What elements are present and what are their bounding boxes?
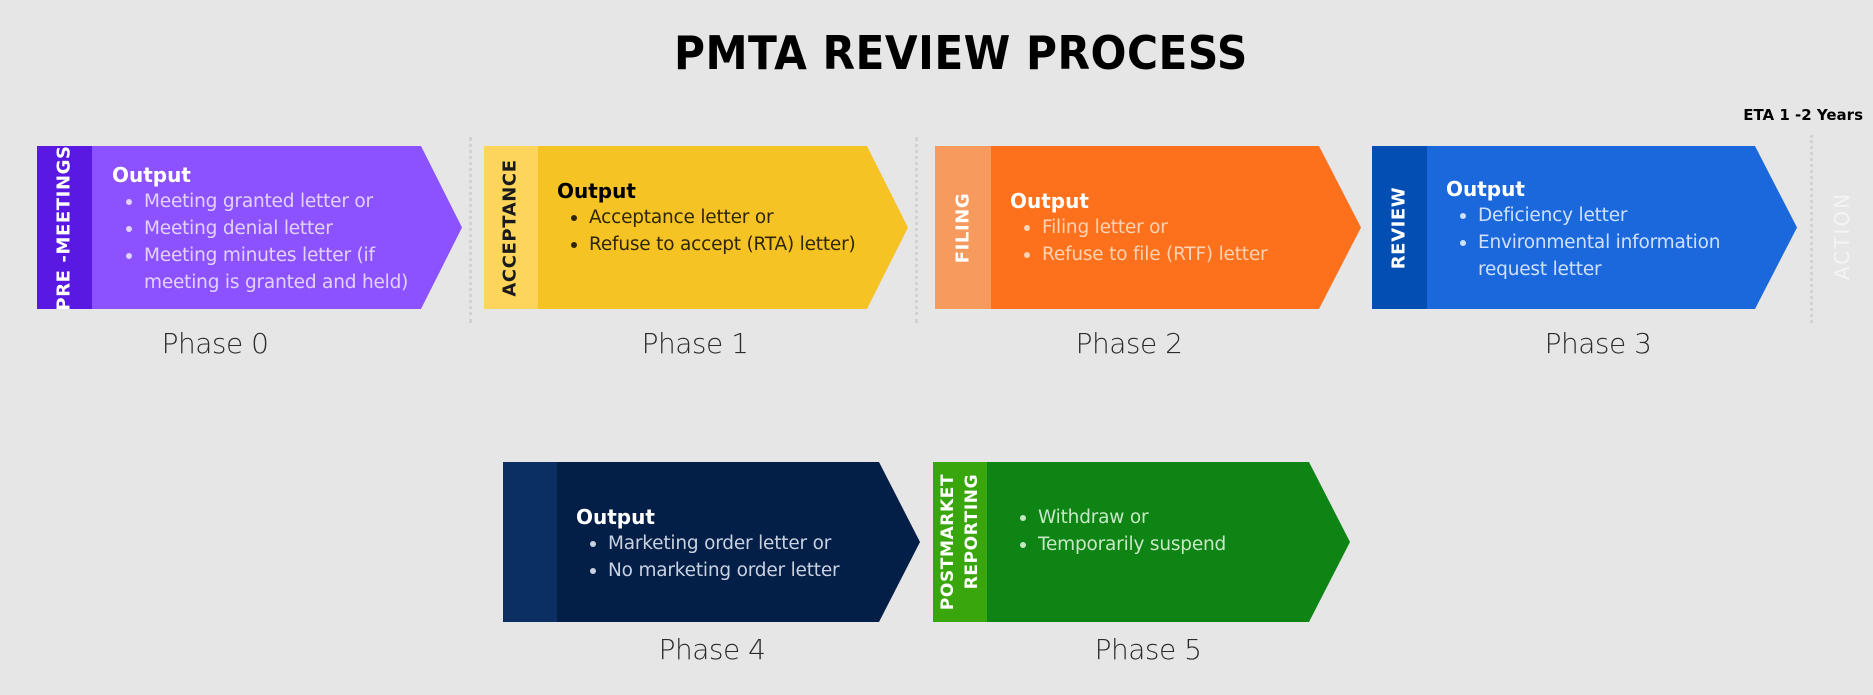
diagram-title: PMTA REVIEW PROCESS xyxy=(673,26,1248,80)
phase-2-output-heading: Output xyxy=(1010,189,1089,213)
phase-0-label: Phase 0 xyxy=(161,327,269,360)
phase-3-output-item: Environmental information request letter xyxy=(1460,229,1738,283)
phase-3-stage-label: REVIEW xyxy=(1388,186,1410,269)
phase-1-output: Output Acceptance letter or Refuse to ac… xyxy=(557,178,856,258)
phase-1-box: ACCEPTANCE Output Acceptance letter or R… xyxy=(484,146,908,309)
phase-2-box: FILING Output Filing letter or Refuse to… xyxy=(935,146,1361,309)
phase-4-label: Phase 4 xyxy=(658,633,766,666)
phase-1-output-heading: Output xyxy=(557,179,636,203)
phase-1-stage-strip: ACCEPTANCE xyxy=(484,146,538,309)
phase-0-stage-strip: PRE -MEETINGS xyxy=(37,146,92,309)
phase-3-output: Output Deficiency letter Environmental i… xyxy=(1446,176,1738,283)
phase-3-output-heading: Output xyxy=(1446,177,1525,201)
phase-0-output-item: Meeting granted letter or xyxy=(126,188,434,215)
phase-1-output-item: Acceptance letter or xyxy=(571,204,856,231)
phase-0-box: PRE -MEETINGS Output Meeting granted let… xyxy=(37,146,462,309)
phase-0-output: Output Meeting granted letter or Meeting… xyxy=(112,162,434,296)
phase-2-output: Output Filing letter or Refuse to file (… xyxy=(1010,188,1268,268)
phase-5-stage-strip: POSTMARKET REPORTING xyxy=(933,462,987,622)
phase-3-label: Phase 3 xyxy=(1544,327,1652,360)
phase-5-stage-line-1: POSTMARKET xyxy=(938,473,958,611)
phase-5-box: POSTMARKET REPORTING Withdraw or Tempora… xyxy=(933,462,1350,622)
separator-3-action xyxy=(1810,135,1813,323)
phase-0-stage-label: PRE -MEETINGS xyxy=(53,146,75,309)
phase-0-output-heading: Output xyxy=(112,163,191,187)
phase-1-label: Phase 1 xyxy=(641,327,749,360)
phase-4-box: Output Marketing order letter or No mark… xyxy=(503,462,920,622)
separator-1-2 xyxy=(915,137,918,323)
phase-5-stage-line-2: REPORTING xyxy=(962,473,982,590)
phase-0-output-item: Meeting minutes letter (if meeting is gr… xyxy=(126,242,434,296)
phase-3-stage-strip: REVIEW xyxy=(1372,146,1427,309)
phase-5-output: Withdraw or Temporarily suspend xyxy=(1006,504,1226,558)
action-stage-label: ACTION xyxy=(1830,192,1854,280)
phase-5-stage-label: POSTMARKET REPORTING xyxy=(936,474,984,610)
phase-2-label: Phase 2 xyxy=(1075,327,1183,360)
phase-2-output-item: Refuse to file (RTF) letter xyxy=(1023,241,1268,268)
phase-4-output-item: No marketing order letter xyxy=(589,557,840,584)
phase-3-output-item: Deficiency letter xyxy=(1460,202,1738,229)
phase-4-stage-strip xyxy=(503,462,557,622)
separator-0-1 xyxy=(469,137,472,323)
phase-5-output-item: Withdraw or xyxy=(1019,504,1226,531)
phase-1-stage-label: ACCEPTANCE xyxy=(500,158,522,297)
phase-4-output-heading: Output xyxy=(576,505,655,529)
phase-2-stage-strip: FILING xyxy=(935,146,991,309)
eta-label: ETA 1 -2 Years xyxy=(1743,106,1863,124)
phase-2-stage-label: FILING xyxy=(952,192,974,263)
phase-2-output-item: Filing letter or xyxy=(1023,214,1267,241)
phase-5-output-item: Temporarily suspend xyxy=(1019,531,1226,558)
phase-1-output-item: Refuse to accept (RTA) letter) xyxy=(571,231,856,258)
action-stage-text: ACTION xyxy=(1830,191,1854,281)
phase-0-output-item: Meeting denial letter xyxy=(126,215,434,242)
phase-5-label: Phase 5 xyxy=(1094,633,1202,666)
phase-3-box: REVIEW Output Deficiency letter Environm… xyxy=(1372,146,1797,309)
phase-4-output: Output Marketing order letter or No mark… xyxy=(576,504,840,584)
phase-4-output-item: Marketing order letter or xyxy=(589,530,839,557)
